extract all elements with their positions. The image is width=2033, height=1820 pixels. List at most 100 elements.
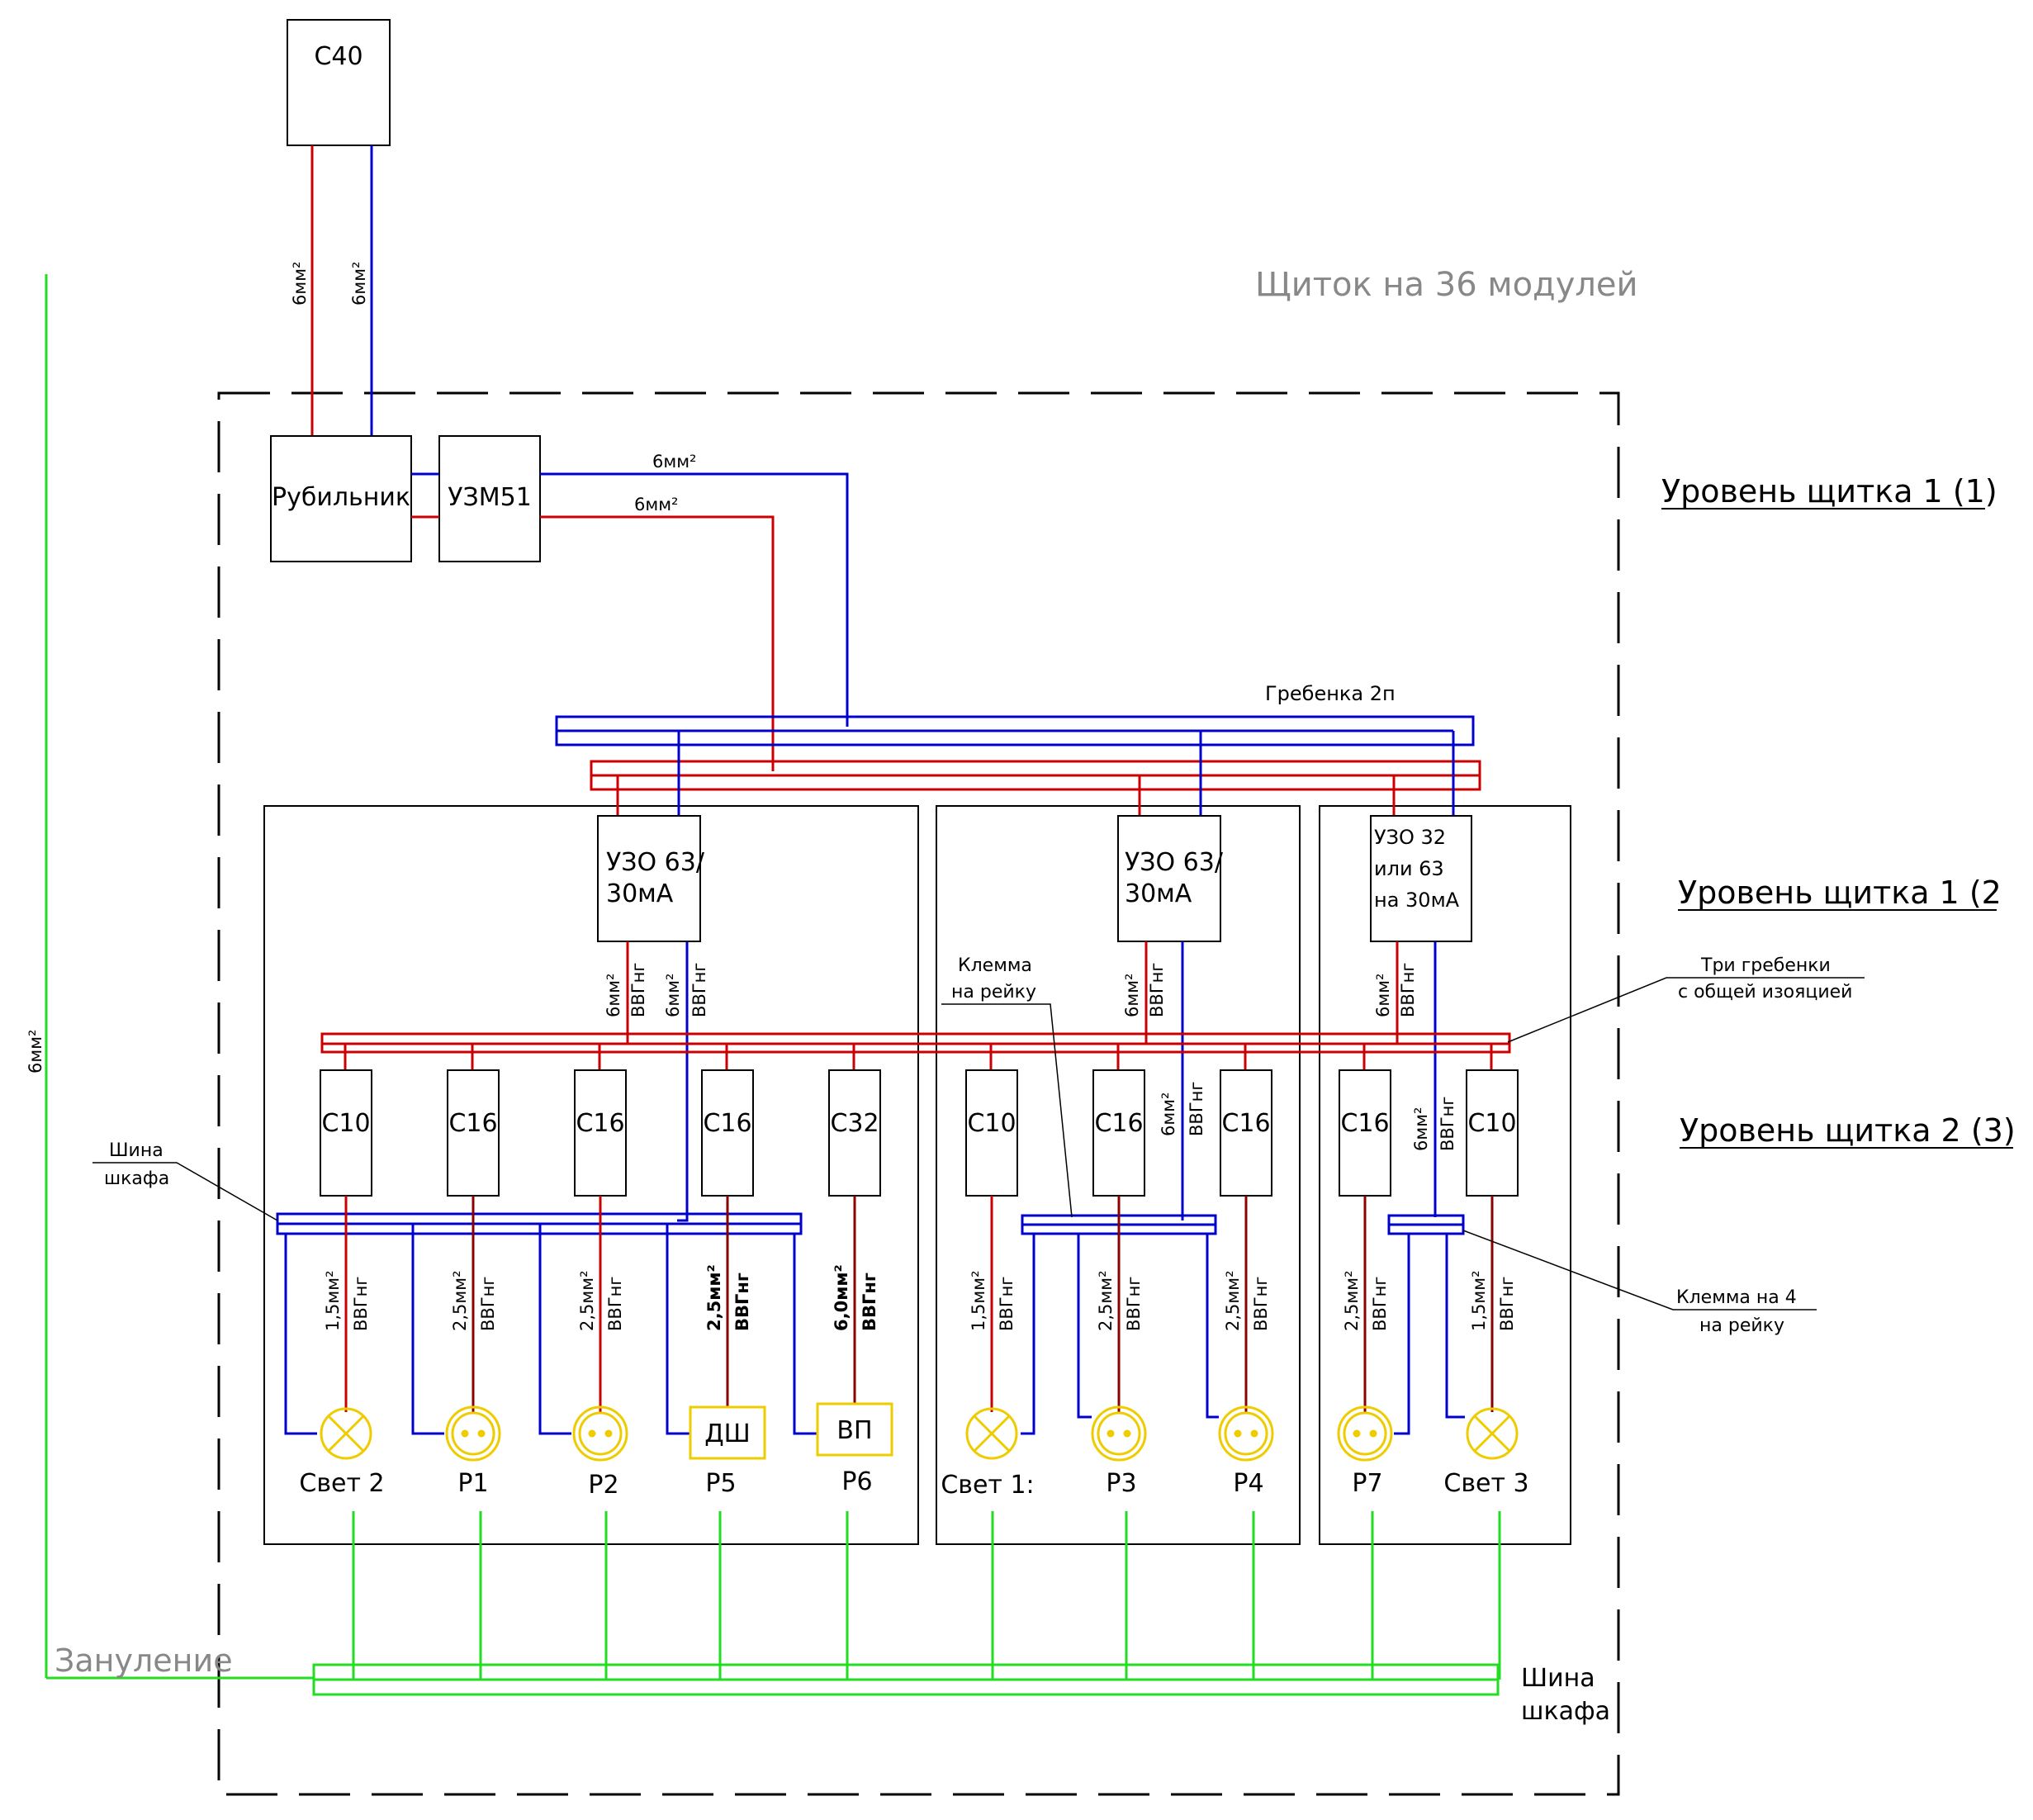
rcd2-l-size: 6мм²: [1122, 974, 1142, 1017]
breaker-1: [320, 1069, 372, 1197]
load-label-1: Свет 2: [299, 1469, 384, 1498]
circuit-2-type: ВВГнг: [478, 1277, 498, 1331]
breaker-10: [1466, 1069, 1519, 1197]
voltage-relay-label: УЗМ51: [448, 483, 532, 512]
load-box-vp: [816, 1402, 893, 1457]
note-klemma4-2: на рейку: [1699, 1315, 1784, 1336]
group-box-1: [263, 805, 919, 1545]
rcd3-n-size: 6мм²: [1411, 1107, 1431, 1151]
input-wire-phase-label: 6мм²: [290, 262, 310, 306]
lamp-icon: [1466, 1407, 1519, 1460]
rcd3-n-type: ВВГнг: [1438, 1097, 1457, 1151]
rcd-3-line2: или 63: [1374, 857, 1444, 880]
breaker-7: [1092, 1069, 1145, 1197]
load-label-9: Р7: [1352, 1469, 1382, 1498]
breaker-5-label: C32: [830, 1109, 879, 1138]
breaker-1-label: C10: [321, 1109, 370, 1138]
voltage-relay: [438, 435, 541, 562]
note-klemma4-1: Клемма на 4: [1676, 1287, 1797, 1308]
note-bus-left-1: Шина: [109, 1140, 163, 1161]
circuit-3-type: ВВГнг: [605, 1277, 625, 1331]
note-bus-left-2: шкафа: [104, 1168, 169, 1189]
rcd-2-line2: 30мА: [1125, 879, 1192, 908]
breaker-3-label: C16: [576, 1109, 624, 1138]
input-breaker-label: C40: [314, 42, 363, 71]
note-combs-1: Три гребенки: [1700, 955, 1831, 976]
breaker-8: [1220, 1069, 1272, 1197]
input-wire-neutral-label: 6мм²: [349, 262, 369, 306]
rcd2-l-type: ВВГнг: [1147, 963, 1167, 1017]
load-box-ds-label: ДШ: [704, 1420, 751, 1448]
circuit-5-size: 6,0мм²: [832, 1264, 851, 1331]
circuit-8-size: 2,5мм²: [1223, 1271, 1243, 1332]
circuit-9-type: ВВГнг: [1370, 1277, 1390, 1331]
socket-icon: [1091, 1405, 1147, 1462]
level-3-label: Уровень щитка 2 (3): [1680, 1112, 2016, 1149]
circuit-6-size: 1,5мм²: [969, 1271, 988, 1332]
load-label-4: Р5: [705, 1469, 736, 1498]
rcd-1: [597, 815, 701, 942]
feed-neutral-label: 6мм²: [652, 452, 696, 472]
rcd1-n-size: 6мм²: [663, 974, 683, 1017]
note-combs-2: с общей изояцией: [1678, 982, 1852, 1002]
rcd-3-line3: на 30мА: [1374, 889, 1460, 912]
rcd-3-line1: УЗО 32: [1374, 826, 1446, 849]
rcd1-l-type: ВВГнг: [628, 963, 648, 1017]
group-box-3: [1319, 805, 1571, 1545]
lamp-icon: [965, 1407, 1018, 1460]
level-1-label: Уровень щитка 1 (1): [1661, 473, 1997, 510]
level-2-label: Уровень щитка 1 (2: [1678, 874, 2002, 911]
rcd1-n-type: ВВГнг: [690, 963, 709, 1017]
breaker-7-label: C16: [1094, 1109, 1143, 1138]
circuit-10-type: ВВГнг: [1497, 1277, 1517, 1331]
circuit-9-size: 2,5мм²: [1342, 1271, 1362, 1332]
socket-icon: [572, 1405, 628, 1462]
circuit-7-size: 2,5мм²: [1096, 1271, 1116, 1332]
load-label-10: Свет 3: [1443, 1469, 1528, 1498]
rcd-2-line1: УЗО 63/: [1125, 848, 1224, 877]
cabinet-outline: [217, 391, 1620, 1796]
main-switch: [270, 435, 412, 562]
rcd-1-line1: УЗО 63/: [606, 848, 705, 877]
load-box-ds: [689, 1405, 766, 1460]
load-label-3: Р2: [588, 1471, 618, 1500]
note-klemma-1: Клемма: [958, 955, 1032, 976]
breaker-9: [1339, 1069, 1391, 1197]
ground-bus-label-2: шкафа: [1521, 1697, 1610, 1726]
circuit-4-type: ВВГнг: [732, 1273, 752, 1331]
socket-icon: [1218, 1405, 1274, 1462]
main-switch-label: Рубильник: [272, 483, 410, 512]
socket-icon: [1337, 1405, 1393, 1462]
breaker-9-label: C16: [1340, 1109, 1389, 1138]
rcd-1-line2: 30мА: [606, 879, 674, 908]
ground-wire-label: 6мм²: [26, 1030, 45, 1074]
group-box-2: [936, 805, 1301, 1545]
breaker-2-label: C16: [448, 1109, 497, 1138]
circuit-7-type: ВВГнг: [1124, 1277, 1144, 1331]
breaker-4-label: C16: [703, 1109, 751, 1138]
circuit-10-size: 1,5мм²: [1469, 1271, 1489, 1332]
circuit-1-type: ВВГнг: [351, 1277, 371, 1331]
comb-label: Гребенка 2п: [1265, 682, 1396, 705]
circuit-8-type: ВВГнг: [1251, 1277, 1271, 1331]
rcd2-n-size: 6мм²: [1159, 1092, 1178, 1136]
load-label-6: Свет 1:: [941, 1471, 1034, 1500]
ground-label: Зануление: [54, 1642, 233, 1679]
socket-icon: [445, 1405, 501, 1462]
cabinet-title: Щиток на 36 модулей: [1255, 266, 1638, 304]
rcd-2: [1117, 815, 1221, 942]
breaker-2: [447, 1069, 500, 1197]
feed-phase-label: 6мм²: [634, 495, 678, 514]
circuit-2-size: 2,5мм²: [450, 1271, 470, 1332]
load-label-8: Р4: [1233, 1469, 1263, 1498]
load-label-2: Р1: [457, 1469, 488, 1498]
rcd3-l-type: ВВГнг: [1398, 963, 1418, 1017]
rcd-3: [1370, 815, 1472, 942]
circuit-5-type: ВВГнг: [860, 1273, 879, 1331]
circuit-3-size: 2,5мм²: [577, 1271, 597, 1332]
circuit-1-size: 1,5мм²: [323, 1271, 343, 1332]
breaker-8-label: C16: [1221, 1109, 1270, 1138]
input-breaker: [287, 19, 391, 146]
rcd3-l-size: 6мм²: [1373, 974, 1393, 1017]
